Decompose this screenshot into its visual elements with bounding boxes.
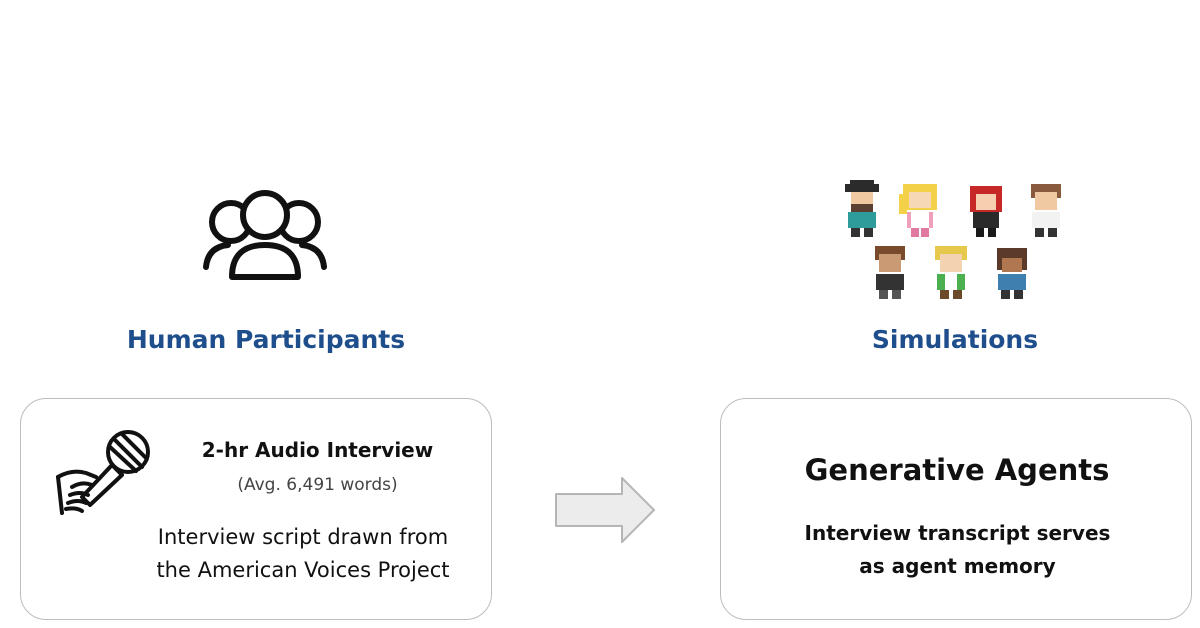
arrow-right-icon: [555, 477, 655, 543]
pixel-character-3: [970, 186, 1002, 237]
pixel-character-1: [845, 180, 879, 237]
pixel-character-4: [1031, 184, 1061, 237]
agents-description-line-1: Interview transcript serves: [804, 521, 1111, 545]
interview-description-line-1: Interview script drawn from: [157, 525, 449, 549]
pixel-character-5: [875, 246, 905, 299]
interview-subtitle: (Avg. 6,491 words): [237, 475, 398, 495]
interview-description: Interview script drawn from the American…: [128, 521, 478, 587]
generative-agents-title: Generative Agents: [804, 453, 1110, 487]
pixel-character-2: [899, 184, 937, 237]
pixel-character-7: [997, 248, 1027, 299]
pixel-character-6: [935, 246, 967, 299]
pixel-characters: [845, 180, 1061, 299]
human-participants-title: Human Participants: [126, 325, 406, 354]
microphone-hand-icon: [56, 430, 150, 515]
agents-description-line-2: as agent memory: [859, 554, 1056, 578]
simulations-title: Simulations: [871, 325, 1039, 354]
interview-description-line-2: the American Voices Project: [156, 558, 450, 582]
interview-card: [20, 398, 492, 620]
people-group-icon: [203, 190, 327, 280]
generative-agents-card: [720, 398, 1192, 620]
generative-agents-description: Interview transcript serves as agent mem…: [740, 517, 1175, 583]
interview-title: 2-hr Audio Interview: [201, 438, 434, 462]
